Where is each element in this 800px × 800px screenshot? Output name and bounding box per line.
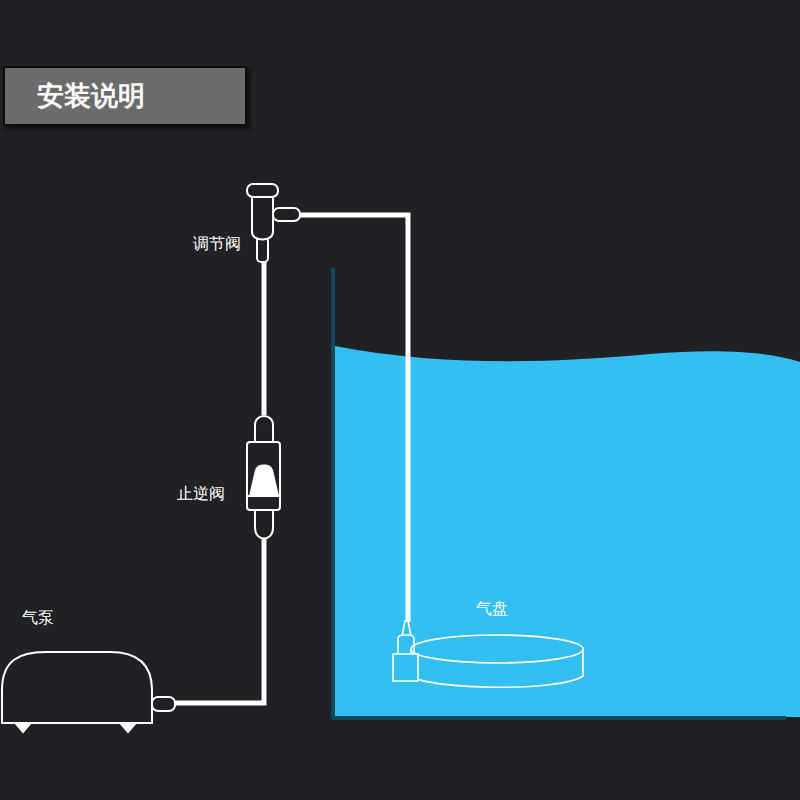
check-valve [247,416,280,539]
part-name: 止逆阀 [177,484,225,503]
aquarium-water [335,346,800,717]
part-name: 气盘 [476,599,508,618]
regulating-valve [247,184,300,262]
air-stone-disc [393,621,583,687]
aquarium-tank [331,268,786,720]
air-tubing [175,215,408,703]
title-text: 安装说明 [37,78,145,114]
part-name: 调节阀 [193,234,241,253]
title-banner: 安装说明 [3,66,247,126]
air-pump [2,652,175,732]
part-name: 气泵 [22,608,54,627]
